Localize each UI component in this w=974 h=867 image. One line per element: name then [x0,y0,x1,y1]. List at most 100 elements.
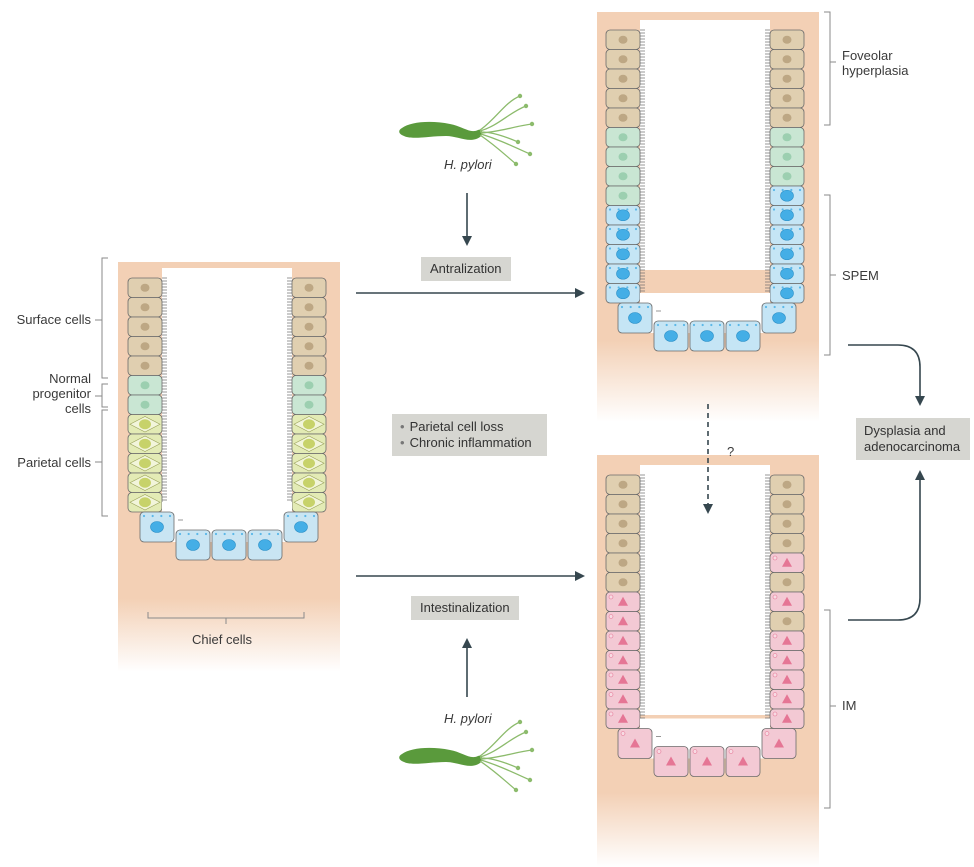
label-parietal-cells: Parietal cells [0,455,91,470]
chief-cell [140,512,174,542]
goblet-cell [770,651,804,671]
surface-cell [606,514,640,534]
spem-cell [770,245,804,265]
chief-cell [176,530,210,560]
goblet-cell [770,709,804,729]
goblet-cell [654,747,688,777]
surface-cell [770,69,804,89]
goblet-cell [770,690,804,710]
spem-cell [606,284,640,304]
goblet-cell [770,670,804,690]
progenitor-cell [128,376,162,396]
surface-cell [606,534,640,554]
box-causes: Parietal cell loss Chronic inflammation [392,414,547,456]
progenitor-cell [770,147,804,167]
spem-cell [770,284,804,304]
surface-cell [606,69,640,89]
surface-cell [606,553,640,573]
surface-cell [770,495,804,515]
goblet-cell [606,651,640,671]
surface-cell [292,317,326,337]
h-pylori-bacterium-icon [399,720,534,792]
progenitor-cell [292,395,326,415]
surface-bracket [95,258,108,378]
goblet-cell [690,747,724,777]
goblet-cell [770,553,804,573]
surface-cell [606,30,640,50]
label-h-pylori-bottom: H. pylori [444,711,492,726]
progenitor-cell [128,395,162,415]
surface-cell [292,356,326,376]
parietal-cell [292,454,326,474]
goblet-cell [618,729,652,759]
box-antralization: Antralization [421,257,511,281]
progenitor-cell [606,147,640,167]
chief-cell [284,512,318,542]
spem-cell [770,186,804,206]
surface-cell [292,278,326,298]
goblet-cell [606,709,640,729]
surface-cell [606,475,640,495]
surface-cell [292,337,326,357]
spem-cell [726,321,760,351]
spem-cell [762,303,796,333]
spem-cell [654,321,688,351]
parietal-cell [128,473,162,493]
surface-cell [606,573,640,593]
surface-cell [128,317,162,337]
box-intestinalization: Intestinalization [411,596,519,620]
goblet-cell [606,631,640,651]
parietal-cell [292,493,326,513]
spem-cell [770,206,804,226]
chief-cell [212,530,246,560]
foveolar-bracket [824,12,836,125]
spem-cell [690,321,724,351]
progenitor-cell [606,167,640,187]
surface-cell [770,50,804,70]
surface-cell [606,89,640,109]
surface-cell [606,495,640,515]
goblet-cell [762,729,796,759]
surface-cell [606,108,640,128]
surface-cell [770,89,804,109]
goblet-cell [606,690,640,710]
bullet-parietal-cell-loss: Parietal cell loss [400,419,539,435]
parietal-cell [128,493,162,513]
label-chief-cells: Chief cells [192,632,252,647]
spem-cell [606,206,640,226]
parietal-cell [292,473,326,493]
label-h-pylori-top: H. pylori [444,157,492,172]
surface-cell [770,108,804,128]
surface-cell [770,534,804,554]
goblet-cell [770,631,804,651]
label-im: IM [842,698,856,713]
parietal-cell [128,415,162,435]
goblet-cell [606,612,640,632]
parietal-bracket [95,410,108,516]
box-dysplasia-adenocarcinoma: Dysplasia and adenocarcinoma [856,418,970,460]
spem-cell [618,303,652,333]
surface-cell [128,278,162,298]
surface-cell [770,573,804,593]
h-pylori-bacterium-icon [399,94,534,166]
goblet-cell [606,592,640,612]
surface-cell [292,298,326,318]
right-brackets [824,12,836,808]
chief-cell [248,530,282,560]
spem-cell [606,245,640,265]
im-bracket [824,610,836,808]
spem-bracket [824,195,836,355]
surface-cell [770,612,804,632]
bullet-chronic-inflammation: Chronic inflammation [400,435,539,451]
surface-cell [770,30,804,50]
parietal-cell [292,434,326,454]
spem-cell [606,264,640,284]
surface-cell [606,50,640,70]
progenitor-cell [292,376,326,396]
label-surface-cells: Surface cells [0,312,91,327]
goblet-cell [770,592,804,612]
goblet-cell [606,670,640,690]
goblet-cell [726,747,760,777]
spem-cell [770,225,804,245]
label-foveolar-hyperplasia: Foveolar hyperplasia [842,48,952,78]
